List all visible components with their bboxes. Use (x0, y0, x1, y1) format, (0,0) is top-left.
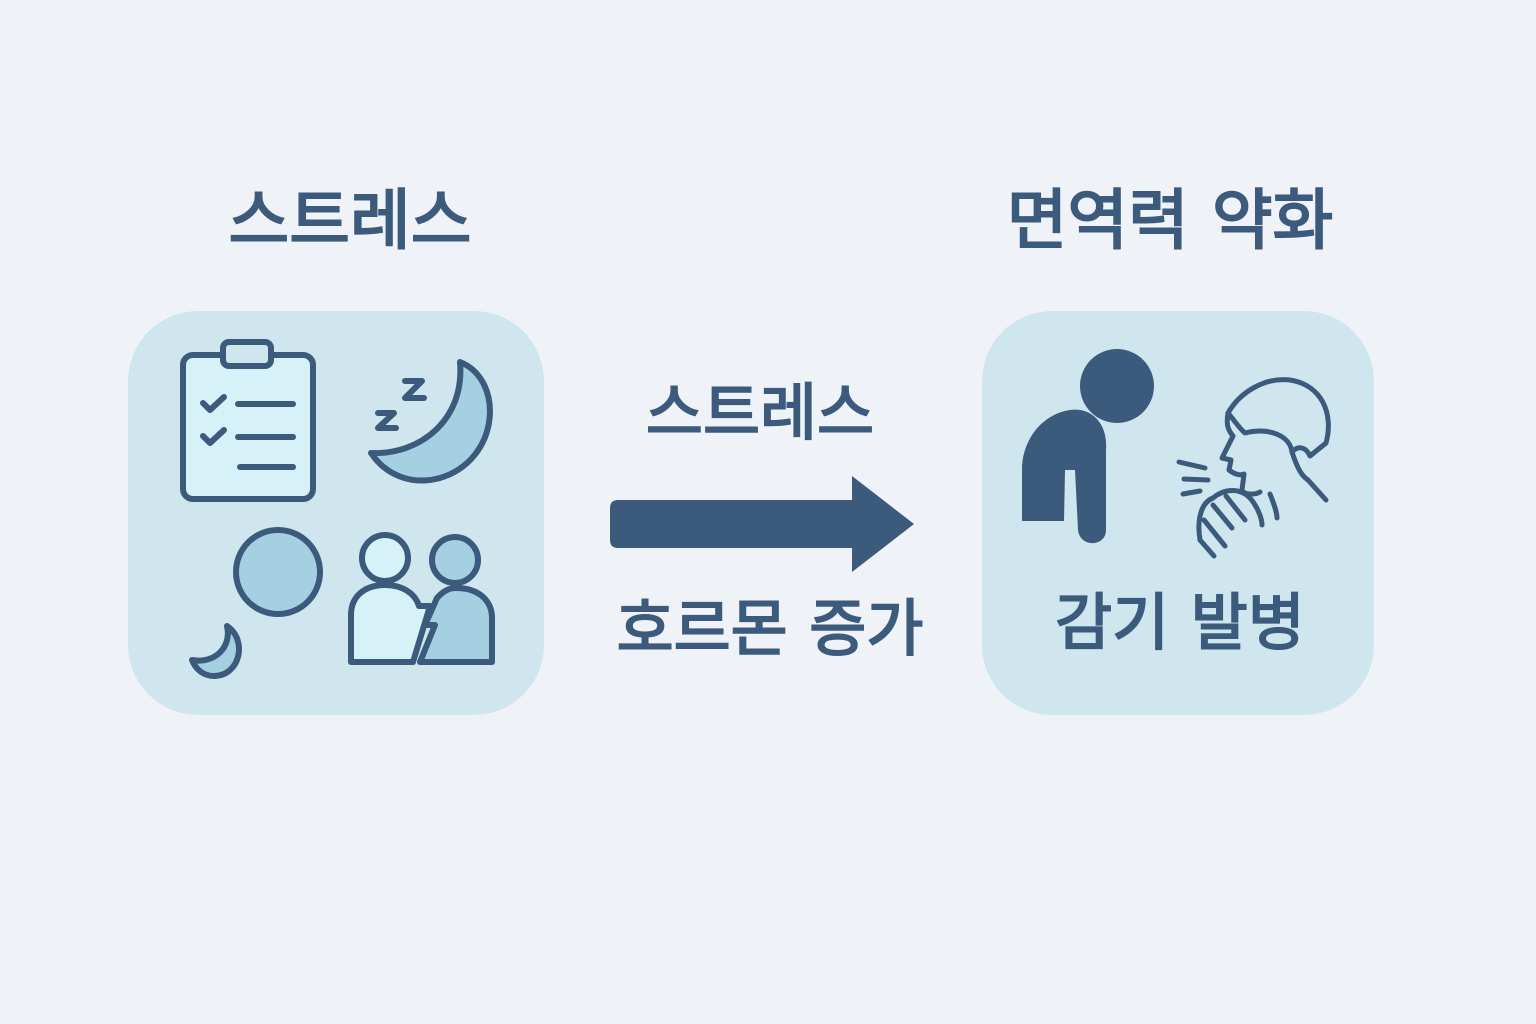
arrow-stress-label: 스트레스 (645, 376, 875, 449)
cold-onset-label: 감기 발병 (1055, 586, 1305, 659)
right-arrow-icon (610, 476, 914, 572)
small-moon-icon (189, 623, 242, 679)
stress-title: 스트레스 (228, 182, 472, 259)
sleeping-moon-icon (368, 359, 493, 484)
circle-icon (233, 527, 323, 617)
clipboard-checklist-icon (180, 339, 316, 502)
weakened-immunity-title: 면역력 약화 (1006, 182, 1334, 259)
two-people-conflict-icon (348, 532, 495, 665)
tired-person-icon (1022, 349, 1154, 544)
hormone-increase-label: 호르몬 증가 (616, 592, 924, 665)
coughing-person-icon (1176, 377, 1331, 559)
